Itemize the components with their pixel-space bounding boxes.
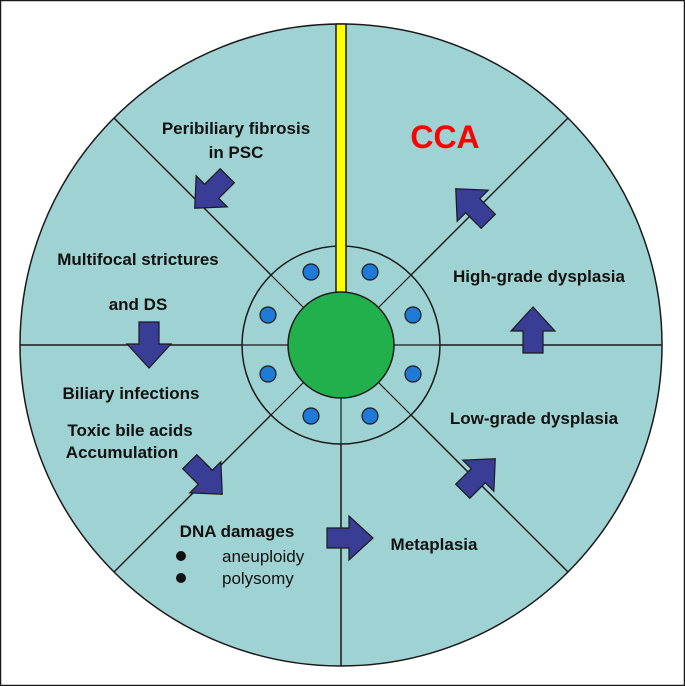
metaplasia-label: Metaplasia: [391, 535, 478, 554]
hub-dot-icon: [259, 365, 277, 383]
bullet-dot-icon: [176, 551, 186, 561]
polysomy-label: polysomy: [222, 569, 294, 588]
high-grade-dysplasia-label: High-grade dysplasia: [453, 267, 625, 286]
peribiliary-label-line2: in PSC: [209, 143, 264, 162]
yellow-axis: [335, 23, 347, 295]
bullet-dot-icon: [176, 573, 186, 583]
hub-dot-icon: [361, 263, 379, 281]
hub-dot-icon: [404, 365, 422, 383]
peribiliary-label-line1: Peribiliary fibrosis: [162, 119, 310, 138]
spoke-upper-right: [409, 117, 569, 277]
low-grade-dysplasia-label: Low-grade dysplasia: [450, 409, 619, 428]
aneuploidy-label: aneuploidy: [222, 547, 305, 566]
hub-spoke-ll: [270, 381, 305, 416]
spoke-lower-right: [409, 413, 569, 573]
hub-spoke-ur: [377, 274, 412, 309]
cca-label: CCA: [410, 119, 479, 155]
green-core: [287, 291, 395, 399]
hub-dot-icon: [302, 407, 320, 425]
hub-dot-icon: [302, 263, 320, 281]
spoke-upper-left: [113, 117, 273, 277]
hub-spoke-ul: [270, 274, 305, 309]
and-ds-label: and DS: [109, 295, 168, 314]
dna-damages-label: DNA damages: [180, 522, 295, 541]
hub-dot-icon: [404, 306, 422, 324]
toxic-bile-label: Toxic bile acids: [67, 421, 192, 440]
multifocal-label: Multifocal strictures: [57, 250, 219, 269]
hub-spokes: [242, 274, 440, 444]
accumulation-label: Accumulation: [66, 443, 178, 462]
hub-dot-icon: [259, 306, 277, 324]
hub-dot-icon: [361, 407, 379, 425]
biliary-infections-label: Biliary infections: [63, 384, 200, 403]
hub-spoke-lr: [377, 381, 412, 416]
